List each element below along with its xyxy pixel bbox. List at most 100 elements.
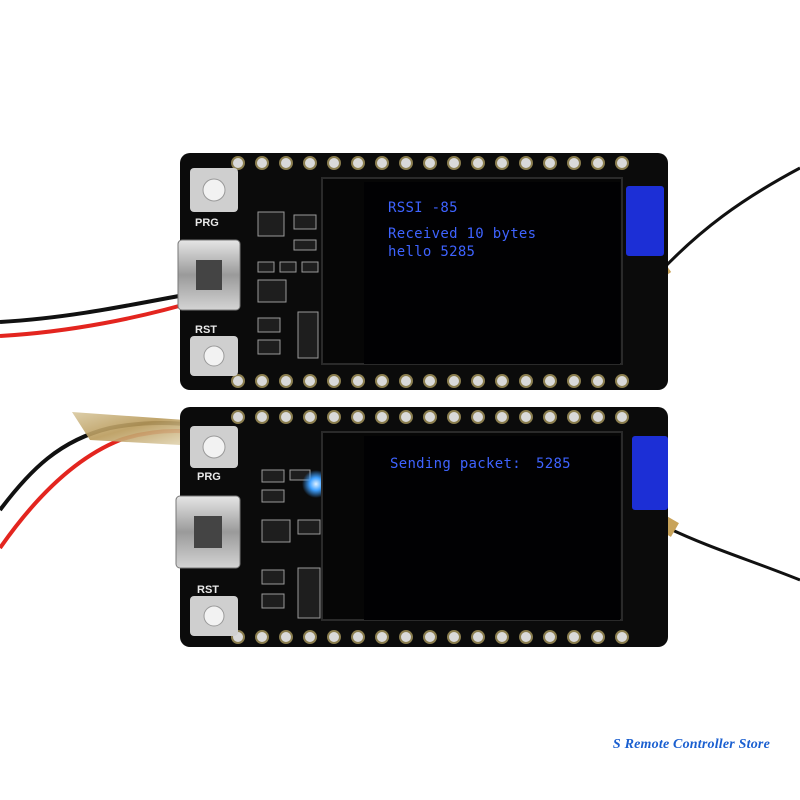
smd-components (257, 211, 319, 359)
prg-button[interactable] (190, 426, 238, 468)
header-pin (447, 156, 461, 170)
header-pin (231, 410, 245, 424)
header-pin (375, 374, 389, 388)
header-pin (255, 156, 269, 170)
header-pin (567, 630, 581, 644)
watermark: S Remote Controller Store (612, 737, 770, 752)
micro-usb-port[interactable] (175, 495, 241, 569)
header-pin (255, 630, 269, 644)
header-pin (351, 156, 365, 170)
header-pin (303, 156, 317, 170)
header-pin (279, 374, 293, 388)
header-pin (255, 374, 269, 388)
header-pin (567, 156, 581, 170)
header-pin (567, 410, 581, 424)
oled-line-received: Received 10 bytes (388, 226, 536, 242)
header-pin (303, 410, 317, 424)
antenna-wire-top (648, 166, 800, 282)
antenna-wire-bottom (657, 515, 800, 582)
header-pins-top (231, 156, 629, 170)
header-pin (279, 156, 293, 170)
oled-line-sending: Sending packet: (390, 456, 521, 472)
header-pin (447, 374, 461, 388)
header-pin (615, 156, 629, 170)
header-pin (543, 410, 557, 424)
header-pin (615, 410, 629, 424)
oled-line-payload: hello 5285 (388, 244, 475, 260)
header-pin (543, 374, 557, 388)
rst-button[interactable] (190, 596, 238, 636)
oled-display (364, 436, 620, 620)
header-pins-top (231, 410, 629, 424)
header-pin (279, 410, 293, 424)
rst-label: RST (195, 324, 217, 336)
header-pin (327, 630, 341, 644)
header-pin (327, 374, 341, 388)
header-pin (351, 410, 365, 424)
header-pin (495, 630, 509, 644)
header-pin (615, 374, 629, 388)
header-pin (351, 630, 365, 644)
oled-line-rssi: RSSI -85 (388, 200, 458, 216)
header-pin (303, 374, 317, 388)
header-pin (495, 156, 509, 170)
header-pin (279, 630, 293, 644)
rst-label: RST (197, 584, 219, 596)
header-pin (447, 410, 461, 424)
oled-display (364, 182, 620, 364)
header-pin (495, 410, 509, 424)
header-pin (375, 410, 389, 424)
header-pin (471, 374, 485, 388)
prg-label: PRG (195, 217, 219, 229)
header-pin (591, 410, 605, 424)
header-pin (495, 374, 509, 388)
header-pin (231, 156, 245, 170)
header-pin (591, 156, 605, 170)
header-pin (519, 630, 533, 644)
header-pin (399, 410, 413, 424)
header-pin (591, 630, 605, 644)
rst-button[interactable] (190, 336, 238, 376)
header-pin (423, 156, 437, 170)
header-pin (567, 374, 581, 388)
lora-board-sender: PRG RST Sending packet: 5285 (175, 407, 668, 647)
header-pin (591, 374, 605, 388)
header-pin (303, 630, 317, 644)
lora-antenna-chip (632, 436, 668, 510)
header-pin (471, 630, 485, 644)
header-pin (519, 410, 533, 424)
lora-board-receiver: PRG RST RSSI -85 Received (177, 153, 668, 390)
header-pin (351, 374, 365, 388)
header-pin (399, 630, 413, 644)
oled-line-counter: 5285 (536, 456, 571, 472)
micro-usb-port[interactable] (177, 239, 241, 311)
header-pin (327, 156, 341, 170)
header-pin (519, 156, 533, 170)
header-pin (423, 374, 437, 388)
header-pin (519, 374, 533, 388)
header-pin (255, 410, 269, 424)
battery-wires-bottom (0, 412, 196, 550)
smd-components (261, 469, 321, 619)
prg-button[interactable] (190, 168, 238, 212)
header-pin (399, 374, 413, 388)
insulating-tape (72, 412, 185, 445)
header-pin (423, 630, 437, 644)
header-pin (543, 630, 557, 644)
lora-antenna-chip (626, 186, 664, 256)
header-pin (375, 630, 389, 644)
header-pin (423, 410, 437, 424)
header-pin (615, 630, 629, 644)
battery-wires-top (0, 290, 201, 338)
header-pin (471, 156, 485, 170)
header-pins-bottom (231, 374, 629, 388)
header-pin (543, 156, 557, 170)
header-pin (375, 156, 389, 170)
header-pin (231, 374, 245, 388)
header-pin (327, 410, 341, 424)
header-pin (471, 410, 485, 424)
prg-label: PRG (197, 471, 221, 483)
header-pins-bottom (231, 630, 629, 644)
header-pin (399, 156, 413, 170)
